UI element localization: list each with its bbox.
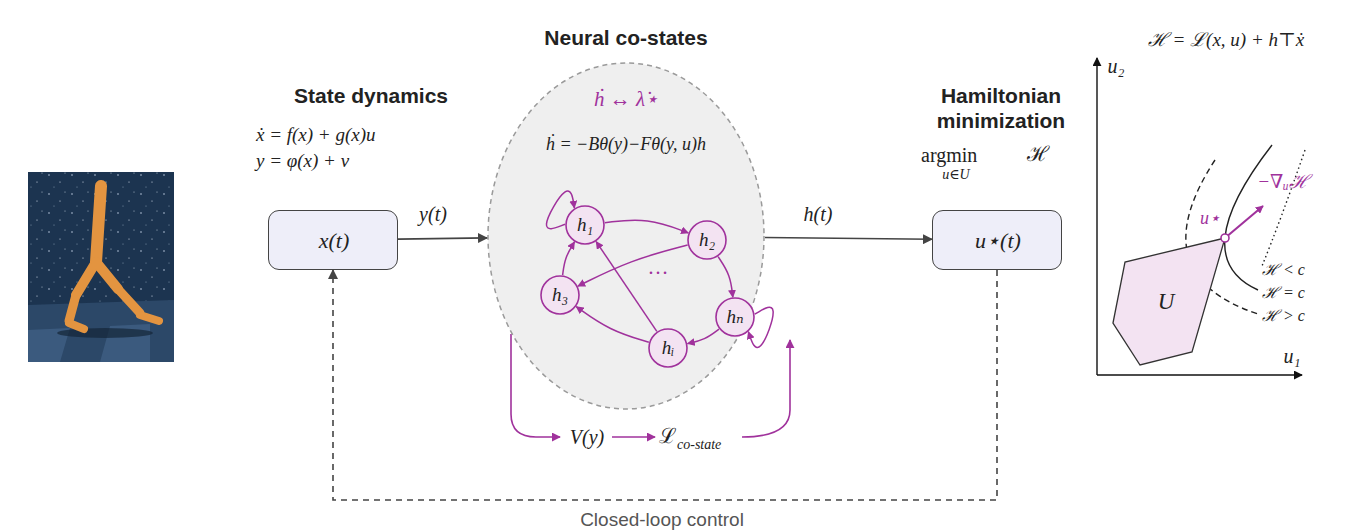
level-set	[1262, 150, 1305, 266]
level-label: ℋ < c	[1262, 260, 1305, 279]
point-label: u⋆	[1200, 208, 1220, 230]
costate-neuron: h₃	[540, 275, 580, 315]
state-box: State dynamicsẋ = f(x) + g(x)uy = φ(x) +…	[268, 210, 398, 270]
node-shape	[566, 206, 604, 244]
equation: ḣ = −Bθ(y)−Fθ(y, u)h	[546, 134, 706, 156]
axis-label: u₁	[1284, 344, 1301, 368]
neuron-connection	[578, 245, 688, 286]
equation: ẋ = f(x) + g(x)u	[256, 124, 376, 147]
axis-label: u₂	[1108, 54, 1125, 78]
operator: argmin	[921, 143, 977, 167]
costate-neuron: hₙ	[715, 297, 755, 337]
gradient-label: −∇ᵤℋ	[1257, 171, 1309, 194]
neuron-connection	[546, 191, 574, 229]
neuron-label: h₃	[552, 284, 568, 307]
section-heading: State dynamics	[294, 83, 448, 108]
costate-neuron: h₁	[565, 205, 605, 245]
box-label: u⋆(t)	[975, 228, 1021, 254]
hamiltonian-plot	[1097, 58, 1305, 375]
edge-label: y(t)	[419, 202, 447, 226]
node-shape	[716, 298, 754, 336]
neuron-connection	[718, 257, 733, 297]
level-set	[1225, 145, 1272, 290]
operator: ℋ	[1027, 142, 1049, 167]
neuron-connection	[576, 307, 649, 343]
neuron-connection	[596, 242, 657, 332]
signal-arrow	[333, 270, 997, 500]
control-box: Hamiltonian minimizationargminu∈Uℋu⋆(t)	[932, 210, 1062, 270]
walker-shadow	[57, 328, 153, 338]
costate-network: Neural co-statesḣ ↔ λ̇⋆ḣ = −Bθ(y)−Fθ(y, …	[487, 62, 765, 410]
equation: ḣ ↔ λ̇⋆	[594, 87, 658, 112]
walker-thigh	[76, 262, 96, 295]
subscript: u∈U	[942, 167, 969, 184]
neuron-connection	[748, 307, 773, 347]
axis	[1097, 374, 1302, 375]
node-shape	[541, 276, 579, 314]
walker-illustration	[28, 172, 174, 362]
neuron-connection	[563, 242, 575, 275]
walker-foot	[69, 323, 84, 329]
neuron-connection	[688, 329, 720, 344]
optimal-point	[1221, 234, 1229, 242]
subscript: co-state	[677, 437, 721, 454]
equation: y = φ(x) + v	[256, 150, 349, 173]
loss-arrow	[742, 340, 790, 437]
walker-foot	[140, 315, 159, 321]
neuron-connection	[605, 220, 688, 233]
gradient-arrow	[1225, 206, 1263, 238]
neuron-label: hᵢ	[662, 337, 675, 360]
walker-thigh	[96, 262, 118, 289]
costate-neuron: h₂	[687, 220, 727, 260]
equation: ℋ = ℒ(x, u) + h⊤ẋ	[1148, 29, 1305, 52]
costate-neuron: hᵢ	[648, 328, 688, 368]
signal-arrow	[398, 238, 487, 239]
neuron-label: hₙ	[726, 306, 743, 329]
level-label: ℋ > c	[1262, 306, 1305, 325]
star-field	[28, 172, 174, 362]
edge-label: Closed-loop control	[580, 509, 744, 531]
node-shape	[1113, 238, 1225, 365]
loss-symbol: ℒ	[659, 424, 677, 449]
node-shape	[488, 63, 764, 409]
axis	[1096, 58, 1097, 375]
node-shape	[649, 329, 687, 367]
value-label: V(y)	[570, 425, 604, 449]
section-heading: Neural co-states	[544, 25, 707, 50]
floor	[28, 300, 174, 362]
feasible-set: U	[1112, 237, 1227, 367]
neuron-label: h₂	[699, 229, 715, 252]
edge-label: h(t)	[804, 202, 833, 226]
node-shape	[688, 221, 726, 259]
walker-torso	[96, 186, 101, 262]
set-label: U	[1158, 288, 1175, 316]
sky-background	[28, 172, 174, 362]
walker-body	[69, 186, 159, 329]
level-label: ℋ = c	[1262, 283, 1305, 302]
box-label: x(t)	[319, 228, 350, 254]
walker-shin	[69, 295, 76, 321]
walker-shin	[118, 289, 140, 313]
neuron-label: h₁	[577, 214, 593, 237]
section-heading: Hamiltonian minimization	[901, 83, 1101, 133]
loss-arrow	[612, 436, 655, 438]
signal-arrow	[765, 237, 932, 239]
